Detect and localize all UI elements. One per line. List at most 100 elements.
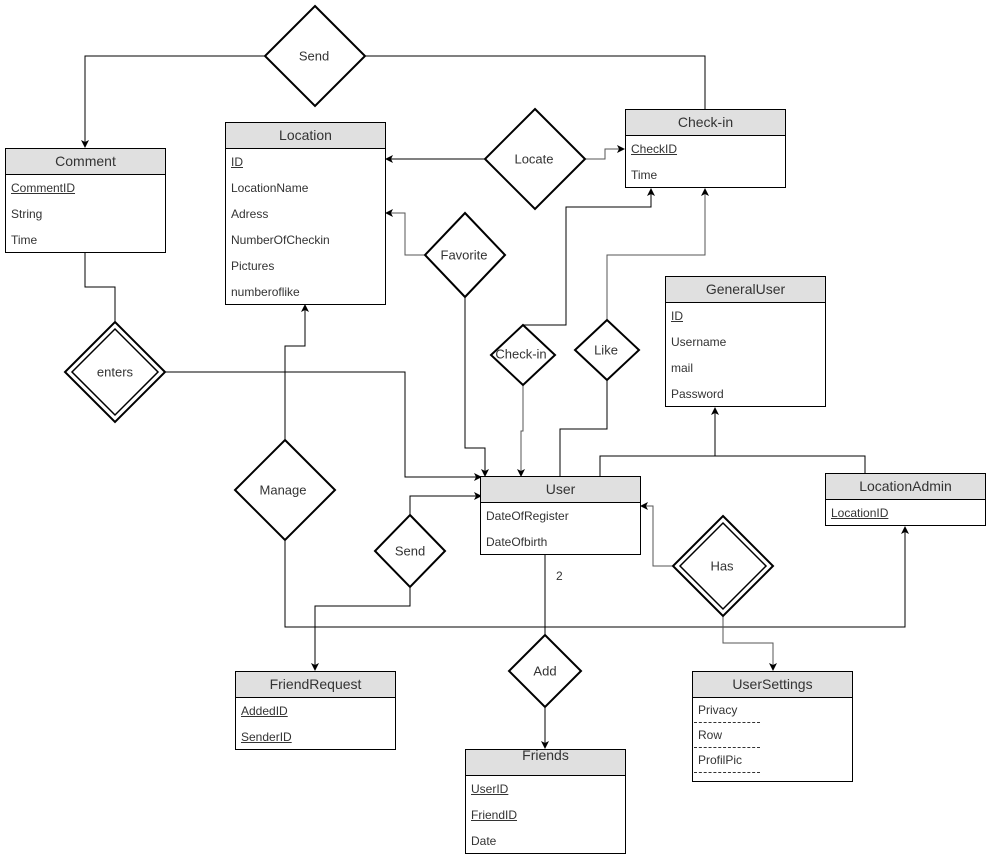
relationship-favorite-shape bbox=[423, 211, 507, 299]
edge-checkinrel-user bbox=[517, 385, 525, 477]
relationship-manage-label: Manage bbox=[259, 482, 307, 498]
entity-comment-title: Comment bbox=[6, 149, 165, 175]
entity-usersettings-attribute: ProfilPic bbox=[693, 748, 852, 773]
entity-friends-title: Friends bbox=[466, 748, 625, 776]
relationship-locate-shape bbox=[483, 107, 587, 211]
relationship-checkin-label: Check-in bbox=[495, 346, 547, 362]
edge-send-comment bbox=[81, 55, 265, 148]
edge-locate-checkin bbox=[585, 145, 625, 160]
entity-checkin-title: Check-in bbox=[626, 110, 785, 136]
edge-checkinrel-checkin bbox=[523, 188, 655, 326]
entity-comment-attribute: String bbox=[6, 201, 165, 227]
entity-location-attribute: LocationName bbox=[226, 175, 385, 201]
relationship-enters-label: enters bbox=[96, 364, 134, 380]
entity-generaluser-attribute: Password bbox=[666, 381, 825, 407]
attribute-name: UserID bbox=[471, 782, 509, 796]
edge-like-checkin bbox=[606, 188, 709, 320]
entity-location-attribute: Adress bbox=[226, 201, 385, 227]
entity-location-attribute: NumberOfCheckin bbox=[226, 227, 385, 253]
attribute-name: LocationName bbox=[231, 181, 309, 195]
entity-location-attribute: Pictures bbox=[226, 253, 385, 279]
entity-generaluser-attribute: Username bbox=[666, 329, 825, 355]
attribute-name: String bbox=[11, 207, 43, 221]
relationship-manage-shape bbox=[233, 438, 337, 542]
edge-has-usersettings bbox=[722, 615, 777, 671]
entity-checkin-attributes: CheckID Time bbox=[626, 136, 785, 188]
attribute-name: Time bbox=[631, 168, 658, 182]
entity-user-title: User bbox=[481, 477, 640, 503]
entity-friendrequest-title: FriendRequest bbox=[236, 672, 395, 698]
entity-usersettings-attribute: Privacy bbox=[693, 698, 852, 723]
attribute-name: CommentID bbox=[11, 181, 76, 195]
attribute-name: LocationID bbox=[831, 506, 889, 520]
edge-user-generaluser bbox=[599, 455, 866, 476]
entity-location-title: Location bbox=[226, 123, 385, 149]
relationship-send-friend-shape bbox=[373, 513, 447, 589]
relationship-favorite-label: Favorite bbox=[440, 247, 488, 263]
entity-checkin-attribute-key: CheckID bbox=[626, 136, 785, 162]
entity-user-attribute: DateOfbirth bbox=[481, 529, 640, 555]
relationship-send-top-label: Send bbox=[298, 48, 330, 64]
entity-friends-attribute: Date bbox=[466, 828, 625, 854]
edge-favorite-user bbox=[464, 297, 489, 477]
entity-friends-attributes: UserID FriendID Date bbox=[466, 776, 625, 854]
entity-friendrequest-attribute-key: AddedID bbox=[236, 698, 395, 724]
relationship-has-inner bbox=[678, 521, 768, 611]
edge-comment-enters bbox=[84, 253, 116, 322]
attribute-name: Date bbox=[471, 834, 497, 848]
attribute-name: Time bbox=[11, 233, 38, 247]
attribute-name: DateOfbirth bbox=[486, 535, 548, 549]
edge-manage-location bbox=[284, 304, 309, 440]
entity-friendrequest[interactable]: FriendRequest AddedID SenderID bbox=[235, 671, 396, 750]
entity-checkin[interactable]: Check-in CheckID Time bbox=[625, 109, 786, 188]
relationship-has-label: Has bbox=[710, 558, 734, 574]
relationship-send-top-shape bbox=[263, 4, 367, 108]
attribute-name: numberoflike bbox=[231, 285, 300, 299]
edge-like-user bbox=[559, 380, 608, 476]
attribute-name: ProfilPic bbox=[698, 753, 743, 767]
relationship-checkin-shape bbox=[489, 323, 557, 387]
attribute-name: Username bbox=[671, 335, 727, 349]
entity-friendrequest-attribute-key: SenderID bbox=[236, 724, 395, 750]
attribute-name: Adress bbox=[231, 207, 269, 221]
edge-favorite-location bbox=[385, 209, 425, 256]
entity-location-attribute-key: ID bbox=[226, 149, 385, 175]
attribute-name: SenderID bbox=[241, 730, 292, 744]
edge-has-user bbox=[640, 502, 673, 567]
entity-checkin-attribute: Time bbox=[626, 162, 785, 188]
relationship-add-label: Add bbox=[533, 663, 557, 679]
relationship-add-shape bbox=[507, 633, 583, 709]
attribute-name: FriendID bbox=[471, 808, 518, 822]
attribute-name: Row bbox=[698, 728, 723, 742]
relationship-locate-label: Locate bbox=[514, 151, 554, 167]
edge-enters-user bbox=[165, 371, 482, 481]
edge-manage-locationadmin bbox=[284, 526, 909, 628]
entity-friends[interactable]: Friends UserID FriendID Date bbox=[465, 748, 626, 854]
attribute-name: Privacy bbox=[698, 703, 738, 717]
attribute-name: Pictures bbox=[231, 259, 275, 273]
entity-comment-attribute: Time bbox=[6, 227, 165, 253]
entity-locationadmin[interactable]: LocationAdmin LocationID bbox=[825, 473, 986, 526]
entity-locationadmin-attribute-key: LocationID bbox=[826, 500, 985, 526]
entity-generaluser-attribute: mail bbox=[666, 355, 825, 381]
relationship-enters-inner bbox=[70, 327, 160, 417]
entity-friends-attribute-key: UserID bbox=[466, 776, 625, 802]
entity-usersettings-title: UserSettings bbox=[693, 672, 852, 698]
attribute-name: NumberOfCheckin bbox=[231, 233, 330, 247]
relationship-like-label: Like bbox=[594, 342, 618, 358]
edge-send-checkin bbox=[365, 55, 706, 109]
edge-sendfriend-friendrequest bbox=[311, 587, 411, 671]
attribute-name: ID bbox=[231, 155, 243, 169]
edge-sendfriend-user bbox=[409, 492, 482, 515]
entity-generaluser-attribute-key: ID bbox=[666, 303, 825, 329]
